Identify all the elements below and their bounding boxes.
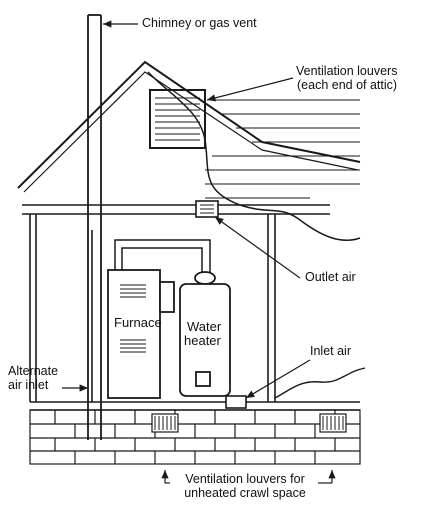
walls — [29, 214, 276, 402]
furnace-label: Furnace — [114, 315, 162, 330]
attic-siding — [147, 71, 361, 242]
alternate-inlet-label-line2: air inlet — [8, 378, 49, 392]
louvers-label-line2: (each end of attic) — [297, 78, 398, 92]
chimney-label: Chimney or gas vent — [142, 16, 257, 30]
attic-louver — [149, 89, 206, 149]
water-heater — [179, 271, 231, 397]
inlet-air-label: Inlet air — [310, 344, 351, 358]
water-heater-label-line1: Water — [187, 319, 222, 334]
outlet-air-label: Outlet air — [305, 270, 356, 284]
crawl-louvers-label-line1: Ventilation louvers for — [185, 472, 305, 486]
chimney-vent — [87, 14, 102, 440]
ceiling-joist — [22, 200, 330, 218]
water-heater-label-line2: heater — [184, 333, 221, 348]
leader-lines — [62, 20, 336, 484]
roof — [17, 60, 361, 193]
cutaway-edge — [274, 367, 366, 399]
foundation-wall — [29, 409, 361, 465]
floor — [30, 395, 360, 411]
furnace — [107, 239, 211, 399]
alternate-inlet-label-line1: Alternate — [8, 364, 59, 378]
louvers-label-line1: Ventilation louvers — [296, 64, 398, 78]
crawl-louvers-label-line2: unheated crawl space — [184, 486, 306, 500]
